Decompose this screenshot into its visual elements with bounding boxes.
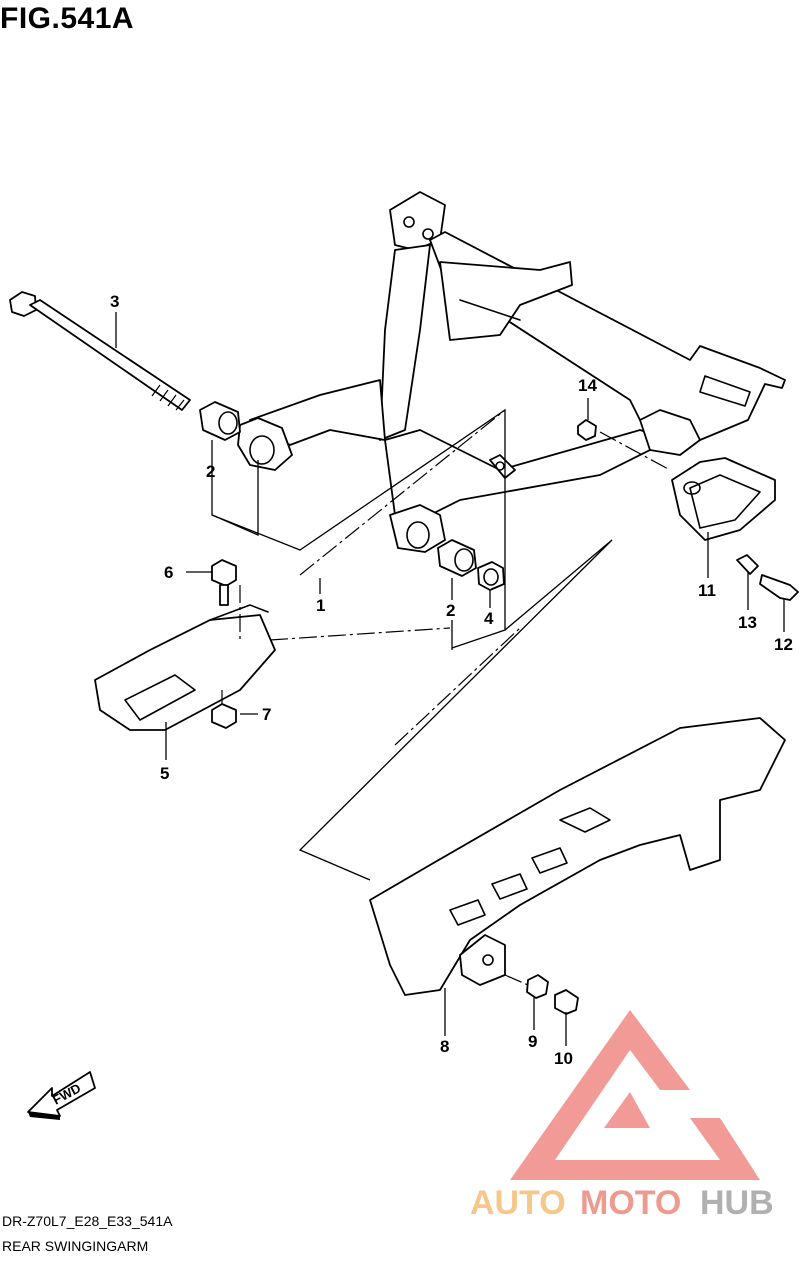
watermark-word-moto: MOTO — [580, 1184, 681, 1222]
leader-lines — [115, 312, 785, 1046]
bushing-lower-drawing — [437, 539, 477, 577]
collar-drawing — [736, 554, 759, 575]
part-label: 6 — [164, 563, 173, 582]
watermark-word-auto: AUTO — [470, 1184, 566, 1222]
bushing-upper-drawing — [199, 401, 241, 441]
chain-tensioner-drawing — [671, 457, 776, 541]
part-label: 10 — [554, 1049, 573, 1068]
part-label: 1 — [316, 596, 325, 615]
fwd-arrow-icon: FWD — [27, 1071, 96, 1120]
part-label: 4 — [484, 609, 494, 628]
part-label: 9 — [528, 1032, 537, 1051]
part-label: 12 — [774, 635, 793, 654]
watermark-triangle-logo — [510, 1010, 760, 1180]
part-label: 5 — [160, 764, 169, 783]
chain-guide-drawing — [94, 604, 276, 731]
bolt-10-drawing — [554, 989, 579, 1015]
nut-drawing — [477, 561, 505, 591]
part-label: 3 — [110, 292, 119, 311]
part-label: 7 — [262, 705, 271, 724]
part-label: 13 — [738, 613, 757, 632]
watermark-word-hub: HUB — [700, 1184, 774, 1222]
bolt-12-drawing — [759, 574, 799, 601]
figure-title: FIG.541A — [0, 2, 135, 35]
part-label: 2 — [446, 601, 455, 620]
part-label: 11 — [698, 581, 716, 600]
section-name: REAR SWINGINGARM — [2, 1238, 149, 1254]
chain-case-drawing — [369, 717, 786, 996]
collar-9-drawing — [526, 974, 549, 999]
automotohub-watermark: AUTO MOTO HUB — [470, 1010, 774, 1222]
part-label: 2 — [206, 462, 215, 481]
part-label: 8 — [440, 1037, 449, 1056]
swingarm-drawing — [237, 191, 786, 553]
nut-7-drawing — [211, 703, 237, 729]
pivot-bolt-drawing — [9, 291, 191, 411]
nut-14-drawing — [577, 419, 597, 441]
model-code: DR-Z70L7_E28_E33_541A — [2, 1213, 173, 1229]
bolt-6-drawing — [211, 559, 237, 606]
part-label: 14 — [578, 376, 597, 395]
part-number-labels: 1 2 2 3 4 5 6 7 8 9 10 11 12 13 14 — [110, 292, 793, 1068]
